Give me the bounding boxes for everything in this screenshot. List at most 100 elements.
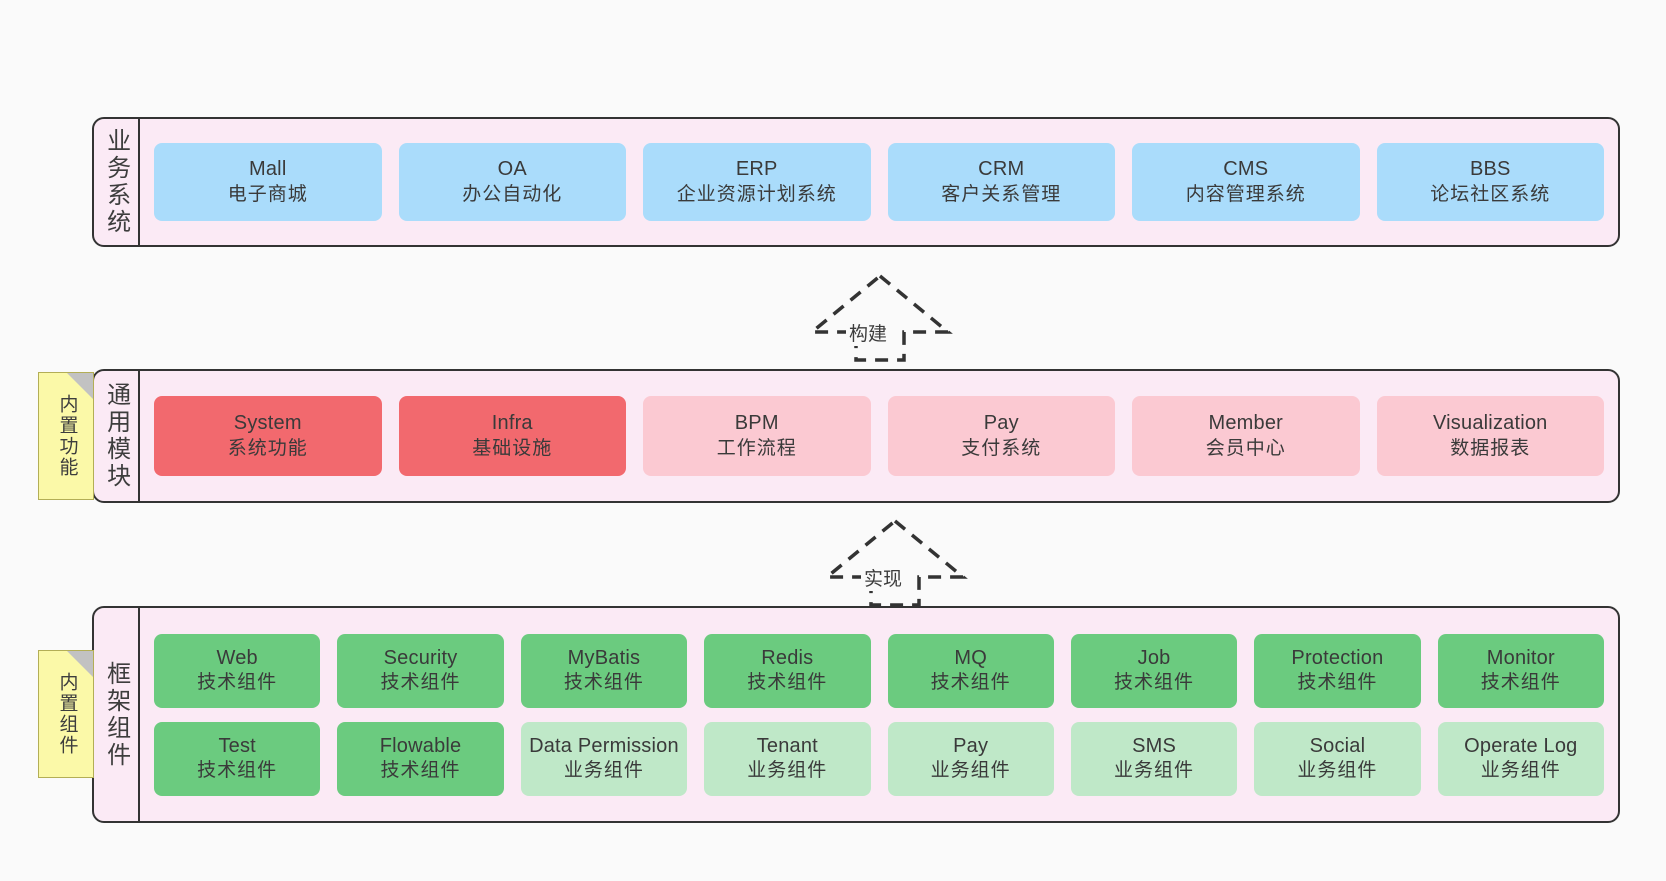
node-subtitle: 技术组件	[380, 672, 461, 694]
node-title: Tenant	[756, 734, 818, 757]
framework-row-business: Test 技术组件 Flowable 技术组件 Data Permission …	[154, 721, 1604, 796]
node-flowable[interactable]: Flowable 技术组件	[337, 721, 504, 796]
node-title: Redis	[761, 646, 814, 669]
node-title: Social	[1309, 734, 1366, 757]
node-subtitle: 业务组件	[1480, 760, 1561, 782]
node-title: System	[233, 412, 302, 435]
node-protection[interactable]: Protection 技术组件	[1254, 633, 1421, 708]
node-sms[interactable]: SMS 业务组件	[1070, 721, 1238, 796]
node-subtitle: 业务组件	[930, 760, 1011, 782]
node-crm[interactable]: CRM 客户关系管理	[887, 143, 1115, 221]
node-job[interactable]: Job 技术组件	[1070, 633, 1238, 708]
framework-row-technical: Web 技术组件 Security 技术组件 MyBatis 技术组件 Redi…	[154, 633, 1604, 708]
note-fold-icon	[67, 651, 93, 677]
node-subtitle: 办公自动化	[462, 183, 563, 205]
node-system[interactable]: System 系统功能	[154, 396, 382, 476]
node-title: Member	[1208, 412, 1284, 435]
note-builtin-components-label: 内置组件	[56, 672, 78, 756]
common-modules-row: System 系统功能 Infra 基础设施 BPM 工作流程 Pay 支付系统…	[154, 396, 1604, 476]
node-title: Security	[383, 646, 458, 669]
node-subtitle: 业务组件	[563, 760, 644, 782]
band-title-framework-components: 框架组件	[94, 608, 140, 821]
node-title: Visualization	[1432, 412, 1548, 435]
node-mall[interactable]: Mall 电子商城	[154, 143, 382, 221]
node-subtitle: 电子商城	[227, 183, 308, 205]
node-subtitle: 内容管理系统	[1185, 183, 1306, 205]
node-title: Data Permission	[529, 734, 679, 757]
node-pay-module[interactable]: Pay 支付系统	[887, 396, 1115, 476]
node-monitor[interactable]: Monitor 技术组件	[1437, 633, 1604, 708]
node-subtitle: 技术组件	[197, 760, 278, 782]
node-pay-component[interactable]: Pay 业务组件	[887, 721, 1054, 796]
node-title: Job	[1137, 646, 1171, 669]
node-title: OA	[497, 158, 527, 181]
node-subtitle: 系统功能	[227, 437, 308, 459]
node-data-permission[interactable]: Data Permission 业务组件	[520, 721, 688, 796]
node-title: Monitor	[1486, 646, 1555, 669]
node-title: ERP	[735, 158, 778, 181]
node-oa[interactable]: OA 办公自动化	[398, 143, 626, 221]
node-member[interactable]: Member 会员中心	[1132, 396, 1360, 476]
note-fold-icon	[67, 373, 93, 399]
node-title: Mall	[249, 158, 287, 181]
note-builtin-components: 内置组件	[38, 650, 94, 778]
node-title: CRM	[978, 158, 1025, 181]
node-bbs[interactable]: BBS 论坛社区系统	[1376, 143, 1604, 221]
node-title: SMS	[1132, 734, 1177, 757]
node-social[interactable]: Social 业务组件	[1254, 721, 1421, 796]
node-subtitle: 技术组件	[380, 760, 461, 782]
node-mybatis[interactable]: MyBatis 技术组件	[520, 633, 688, 708]
node-title: Flowable	[379, 734, 462, 757]
band-title-common-modules: 通用模块	[94, 371, 140, 501]
node-operate-log[interactable]: Operate Log 业务组件	[1437, 721, 1604, 796]
note-builtin-features: 内置功能	[38, 372, 94, 500]
node-security[interactable]: Security 技术组件	[337, 633, 504, 708]
node-subtitle: 技术组件	[197, 672, 278, 694]
node-subtitle: 企业资源计划系统	[676, 183, 837, 205]
node-visualization[interactable]: Visualization 数据报表	[1376, 396, 1604, 476]
node-subtitle: 数据报表	[1450, 437, 1531, 459]
node-title: Protection	[1291, 646, 1384, 669]
arrow-build-label: 构建	[846, 319, 891, 346]
node-title: MQ	[954, 646, 987, 669]
node-subtitle: 技术组件	[1114, 672, 1195, 694]
node-subtitle: 业务组件	[747, 760, 828, 782]
arrow-implement: 实现	[815, 517, 975, 607]
node-cms[interactable]: CMS 内容管理系统	[1132, 143, 1360, 221]
node-mq[interactable]: MQ 技术组件	[887, 633, 1054, 708]
node-title: BPM	[734, 412, 779, 435]
node-subtitle: 论坛社区系统	[1430, 183, 1551, 205]
node-tenant[interactable]: Tenant 业务组件	[704, 721, 871, 796]
node-title: Pay	[953, 734, 989, 757]
arrow-build: 构建	[800, 272, 960, 362]
node-subtitle: 会员中心	[1205, 437, 1286, 459]
band-body-business-systems: Mall 电子商城 OA 办公自动化 ERP 企业资源计划系统 CRM 客户关系…	[140, 119, 1618, 245]
node-title: BBS	[1469, 158, 1511, 181]
node-title: Pay	[983, 412, 1019, 435]
node-infra[interactable]: Infra 基础设施	[398, 396, 626, 476]
node-redis[interactable]: Redis 技术组件	[704, 633, 871, 708]
node-subtitle: 技术组件	[1297, 672, 1378, 694]
node-subtitle: 基础设施	[472, 437, 553, 459]
node-subtitle: 业务组件	[1297, 760, 1378, 782]
node-subtitle: 技术组件	[747, 672, 828, 694]
node-title: CMS	[1223, 158, 1269, 181]
node-bpm[interactable]: BPM 工作流程	[643, 396, 871, 476]
node-web[interactable]: Web 技术组件	[154, 633, 321, 708]
band-framework-components: 框架组件 Web 技术组件 Security 技术组件 MyBatis 技术组件…	[92, 606, 1620, 823]
band-body-framework-components: Web 技术组件 Security 技术组件 MyBatis 技术组件 Redi…	[140, 608, 1618, 821]
node-subtitle: 客户关系管理	[941, 183, 1062, 205]
band-title-business-systems: 业务系统	[94, 119, 140, 245]
band-body-common-modules: System 系统功能 Infra 基础设施 BPM 工作流程 Pay 支付系统…	[140, 371, 1618, 501]
node-title: MyBatis	[567, 646, 641, 669]
node-erp[interactable]: ERP 企业资源计划系统	[643, 143, 871, 221]
note-builtin-features-label: 内置功能	[56, 394, 78, 478]
node-subtitle: 支付系统	[961, 437, 1042, 459]
band-business-systems: 业务系统 Mall 电子商城 OA 办公自动化 ERP 企业资源计划系统 CRM…	[92, 117, 1620, 247]
node-test[interactable]: Test 技术组件	[154, 721, 321, 796]
node-title: Operate Log	[1464, 734, 1578, 757]
node-subtitle: 工作流程	[716, 437, 797, 459]
band-common-modules: 通用模块 System 系统功能 Infra 基础设施 BPM 工作流程 Pay…	[92, 369, 1620, 503]
node-subtitle: 技术组件	[563, 672, 644, 694]
